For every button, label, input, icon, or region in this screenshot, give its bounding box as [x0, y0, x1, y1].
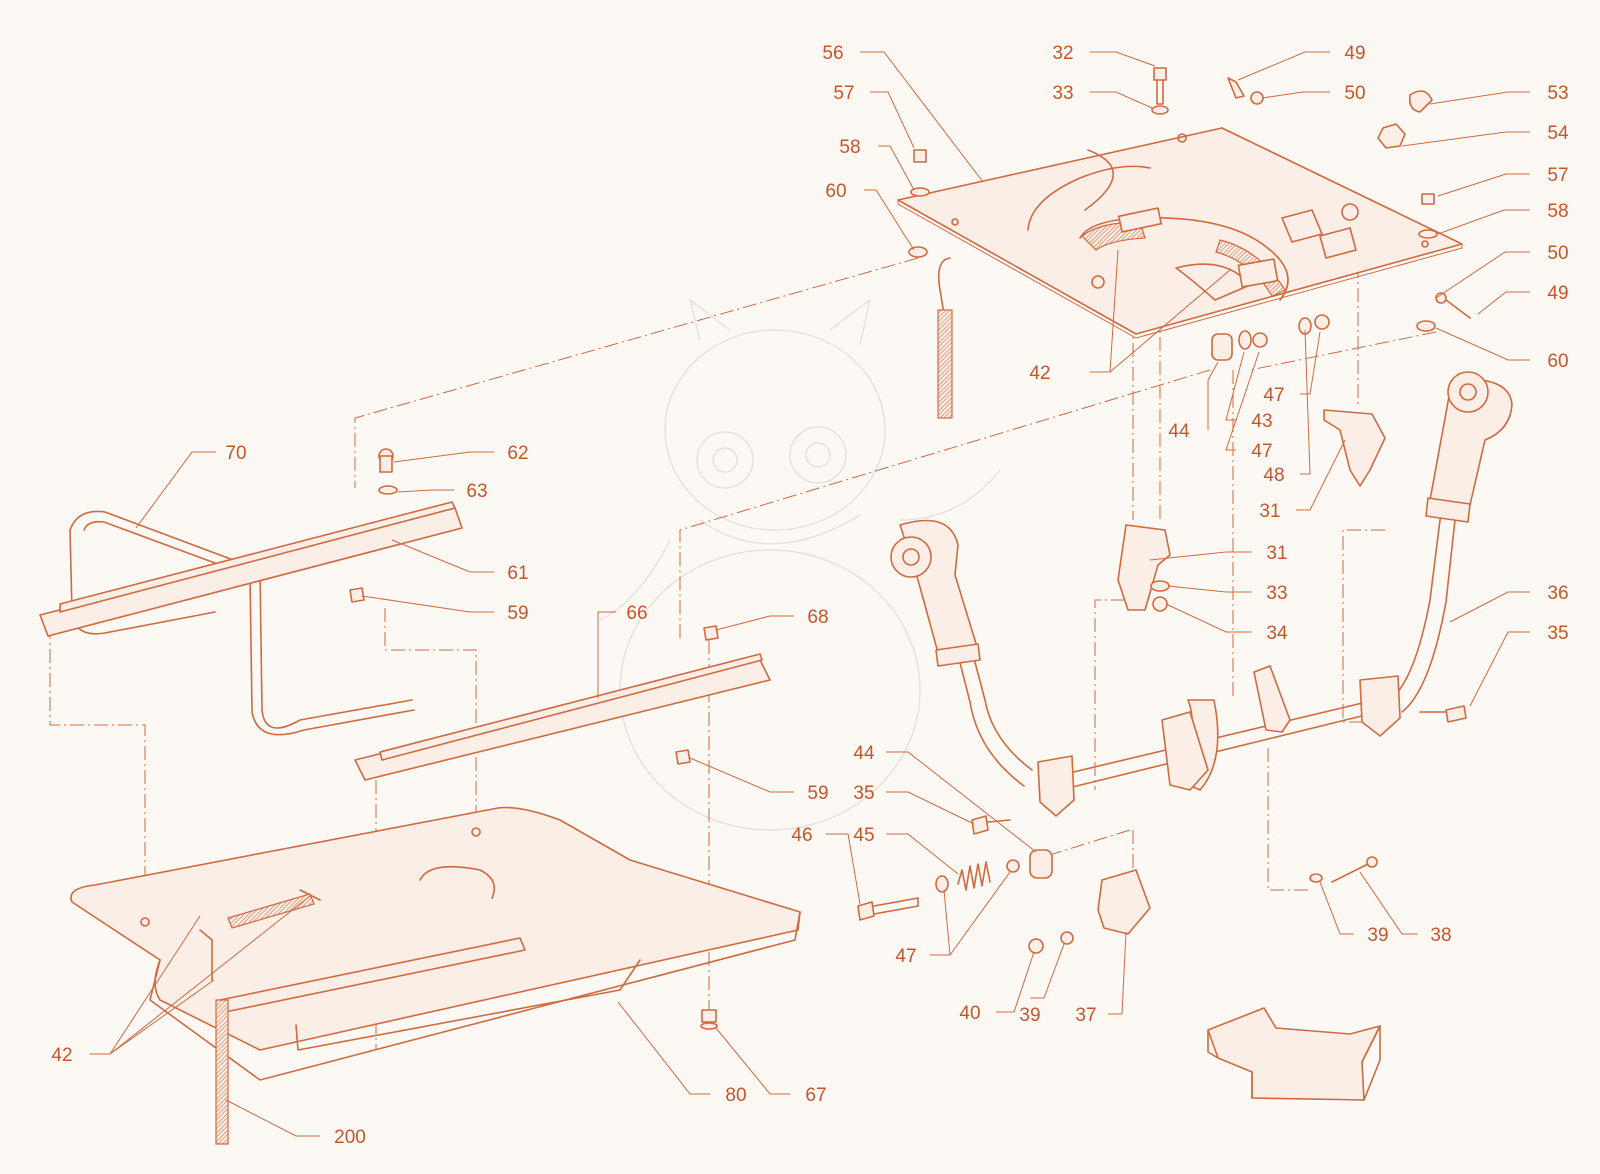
handle-right	[1389, 371, 1513, 713]
callout-label: 54	[1547, 123, 1569, 144]
callout-label: 47	[895, 946, 916, 967]
callout-label: 200	[334, 1127, 366, 1148]
callout-label: 50	[1344, 83, 1365, 104]
callout-label: 35	[1547, 623, 1568, 644]
callout-label: 62	[507, 443, 528, 464]
callout-label: 49	[1547, 283, 1568, 304]
callout-label: 37	[1075, 1005, 1096, 1026]
callout-label: 33	[1266, 583, 1287, 604]
slide-rail-assembly	[39, 448, 771, 781]
callout-label: 42	[1029, 363, 1050, 384]
callout-label: 31	[1266, 543, 1287, 564]
callout-label: 57	[833, 83, 854, 104]
callout-label: 80	[725, 1085, 746, 1106]
callout-label: 46	[791, 825, 812, 846]
callout-labels: 56 32 49 57 33 50 53 54 58 57 60 58 50 49 60 42 47 43 44 47…	[51, 43, 1569, 1148]
callout-label: 50	[1547, 243, 1568, 264]
callout-label: 66	[626, 603, 647, 624]
callout-label: 43	[1251, 411, 1272, 432]
callout-label: 60	[1547, 351, 1568, 372]
callout-label: 68	[807, 607, 828, 628]
leader-lines	[90, 51, 1530, 1137]
callout-label: 44	[853, 743, 875, 764]
callout-label: 47	[1251, 441, 1272, 462]
callout-label: 45	[853, 825, 874, 846]
callout-label: 35	[853, 783, 874, 804]
callout-label: 36	[1547, 583, 1568, 604]
callout-label: 31	[1259, 501, 1280, 522]
callout-label: 56	[822, 43, 843, 64]
callout-label: 49	[1344, 43, 1365, 64]
callout-label: 61	[507, 563, 528, 584]
callout-label: 59	[807, 783, 828, 804]
callout-label: 39	[1019, 1005, 1040, 1026]
shaft-assembly	[857, 519, 1467, 954]
callout-label: 67	[805, 1085, 826, 1106]
callout-label: 59	[507, 603, 528, 624]
callout-label: 44	[1168, 421, 1190, 442]
callout-label: 57	[1547, 165, 1568, 186]
callout-label: 34	[1266, 623, 1288, 644]
callout-label: 60	[825, 181, 846, 202]
callout-label: 33	[1052, 83, 1073, 104]
callout-label: 40	[959, 1003, 980, 1024]
callout-label: 32	[1052, 43, 1073, 64]
callout-label: 39	[1367, 925, 1388, 946]
callout-label: 70	[225, 443, 246, 464]
direction-arrow	[1207, 1007, 1381, 1101]
callout-label: 42	[51, 1045, 72, 1066]
top-plate-assembly	[897, 67, 1471, 487]
callout-label: 58	[839, 137, 860, 158]
callout-label: 47	[1263, 385, 1284, 406]
callout-label: 38	[1430, 925, 1451, 946]
callout-label: 63	[466, 481, 487, 502]
callout-label: 48	[1263, 465, 1284, 486]
callout-label: 58	[1547, 201, 1568, 222]
callout-label: 53	[1547, 83, 1568, 104]
